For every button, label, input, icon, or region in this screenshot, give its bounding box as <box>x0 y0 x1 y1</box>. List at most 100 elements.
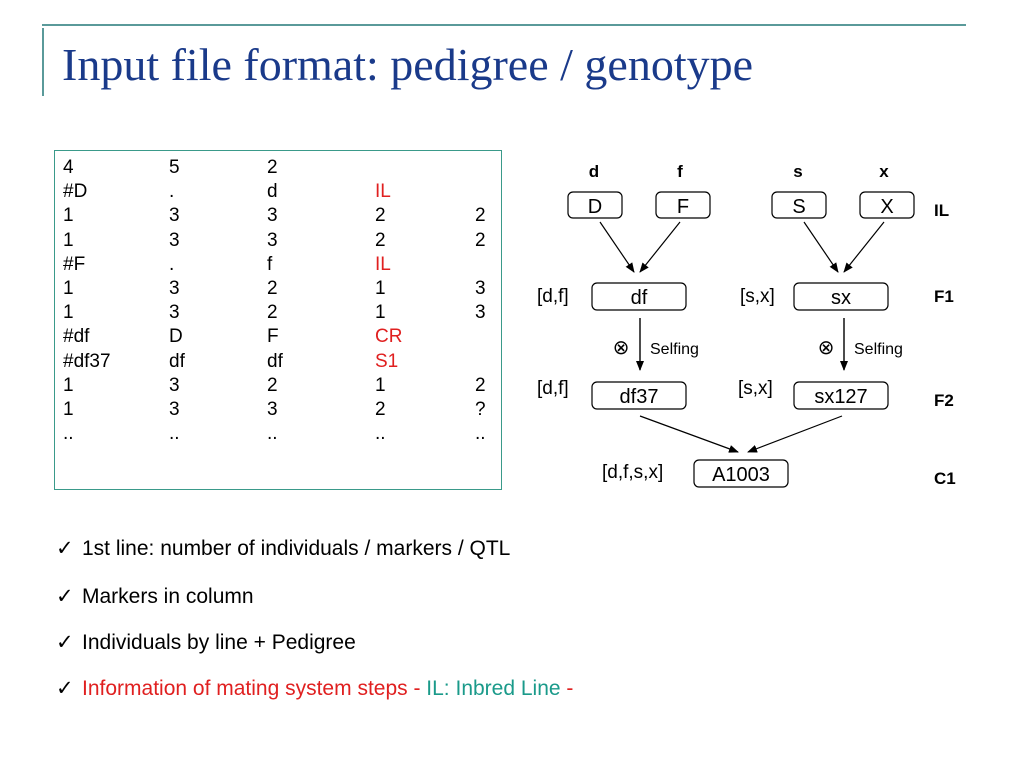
genotype-df: [d,f] <box>537 286 569 307</box>
table-cell: 1 <box>375 374 386 396</box>
table-cell: 1 <box>63 205 74 227</box>
table-cell: 3 <box>267 229 278 251</box>
generation-label-F1: F1 <box>934 287 954 306</box>
node-sx127: sx127 <box>814 386 867 408</box>
bullet-item-3: ✓ Individuals by line + Pedigree <box>56 630 356 655</box>
table-cell: . <box>169 181 175 203</box>
node-df37: df37 <box>620 386 659 408</box>
check-icon: ✓ <box>56 585 74 608</box>
node-box-D <box>567 191 623 219</box>
node-box-sx <box>793 282 889 311</box>
bullet-text: 1st line: number of individuals / marker… <box>82 537 511 560</box>
node-X: X <box>880 196 893 218</box>
table-cell: 5 <box>169 157 180 178</box>
bullet-text: Markers in column <box>82 585 254 608</box>
check-icon: ✓ <box>56 677 74 700</box>
selfing-label-df: Selfing <box>650 341 699 358</box>
table-cell: 2 <box>267 157 278 178</box>
table-cell: f <box>267 253 273 275</box>
table-cell: IL <box>375 181 391 203</box>
node-F: F <box>677 196 689 218</box>
selfing-label-sx: Selfing <box>854 341 903 358</box>
table-cell: . <box>169 253 175 275</box>
table-cell: 2 <box>375 205 386 227</box>
check-icon: ✓ <box>56 537 74 560</box>
node-S: S <box>792 196 805 218</box>
table-cell: S1 <box>375 350 399 372</box>
selfing-symbol-df: ⊗ <box>613 335 630 359</box>
table-cell: 2 <box>475 229 486 251</box>
node-A1003: A1003 <box>712 464 770 486</box>
table-cell: .. <box>475 423 486 445</box>
genotype-A1003: [d,f,s,x] <box>602 462 663 483</box>
node-df: df <box>631 287 648 309</box>
table-cell: 1 <box>375 302 386 324</box>
table-cell: #df <box>63 326 90 348</box>
genotype-sx127: [s,x] <box>738 378 773 399</box>
table-cell: ? <box>475 399 486 420</box>
arrow-F-df <box>639 221 681 273</box>
table-cell: 3 <box>169 374 180 396</box>
table-cell: 4 <box>63 157 74 178</box>
genotype-sx: [s,x] <box>740 286 775 307</box>
arrow-sx127-A1003 <box>747 415 843 453</box>
table-cell: 3 <box>169 302 180 324</box>
table-cell: D <box>169 326 183 348</box>
node-box-df <box>591 282 687 311</box>
node-box-sx127 <box>793 381 889 410</box>
table-cell: 3 <box>169 205 180 227</box>
table-cell: 2 <box>375 229 386 251</box>
slide-title: Input file format: pedigree / genotype <box>62 39 754 90</box>
table-cell: F <box>267 326 279 348</box>
bullet-text-inbred-line: IL: Inbred Line <box>426 677 561 700</box>
node-box-S <box>771 191 827 219</box>
accent-horizontal-rule <box>42 24 966 26</box>
table-cell: .. <box>267 423 278 445</box>
top-label-f: f <box>677 162 683 181</box>
table-cell: #df37 <box>63 350 111 372</box>
table-cell: 3 <box>169 399 180 420</box>
table-cell: df <box>169 350 185 372</box>
pedigree-diagram: d f s x D F S X [d,f] df [s,x] sx ⊗ Self… <box>537 162 956 488</box>
node-box-A1003 <box>693 459 789 488</box>
top-label-x: x <box>879 162 889 181</box>
node-box-df37 <box>591 381 687 410</box>
table-cell: 2 <box>375 399 386 420</box>
table-cell: 1 <box>63 302 74 324</box>
table-cell: 1 <box>375 278 386 299</box>
table-cell: 1 <box>63 278 74 299</box>
node-box-X <box>859 191 915 219</box>
table-cell: 3 <box>475 278 486 299</box>
node-sx: sx <box>831 287 851 309</box>
table-cell: 3 <box>475 302 486 324</box>
table-cell: .. <box>63 423 74 445</box>
table-cell: 1 <box>63 374 74 396</box>
table-cell: d <box>267 181 278 203</box>
selfing-symbol-sx: ⊗ <box>818 335 835 359</box>
table-cell: 3 <box>267 205 278 227</box>
generation-label-IL: IL <box>934 201 949 220</box>
table-cell: .. <box>375 423 386 445</box>
arrow-X-sx <box>843 221 885 273</box>
check-icon: ✓ <box>56 631 74 654</box>
table-cell: 2 <box>267 302 278 324</box>
arrow-S-sx <box>803 221 839 273</box>
bullet-item-4: ✓ Information of mating system steps - IL… <box>56 676 573 701</box>
bullet-item-1: ✓ 1st line: number of individuals / marke… <box>56 536 510 561</box>
table-cell: #F <box>63 253 86 275</box>
table-cell: CR <box>375 326 403 348</box>
node-box-F <box>655 191 711 219</box>
table-cell: 3 <box>169 278 180 299</box>
bullet-text-mating: Information of mating system steps - <box>82 677 427 700</box>
table-cell: #D <box>63 181 88 203</box>
table-cell: 3 <box>169 229 180 251</box>
bullet-text: Individuals by line + Pedigree <box>82 631 356 654</box>
top-label-d: d <box>589 162 599 181</box>
top-label-s: s <box>793 162 802 181</box>
table-cell: 2 <box>475 205 486 227</box>
accent-vertical-rule <box>42 28 44 96</box>
arrow-D-df <box>599 221 635 273</box>
table-cell: 1 <box>63 229 74 251</box>
table-cell: 2 <box>267 374 278 396</box>
